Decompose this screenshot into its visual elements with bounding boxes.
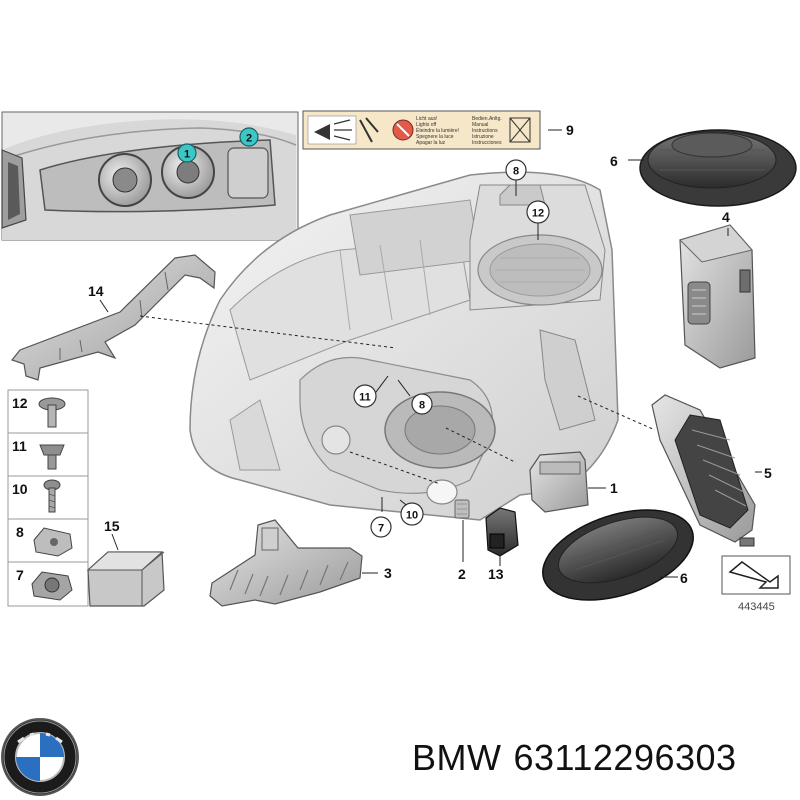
label-2: 2 xyxy=(458,566,466,582)
svg-text:1: 1 xyxy=(184,149,190,161)
svg-text:7: 7 xyxy=(378,523,384,535)
hand-warning-icon xyxy=(359,117,379,143)
label-13: 13 xyxy=(488,566,504,582)
svg-text:Apagar la luz: Apagar la luz xyxy=(416,140,446,146)
label-3: 3 xyxy=(384,565,392,581)
svg-text:Istruzione: Istruzione xyxy=(472,134,494,140)
led-module-part-5 xyxy=(651,394,756,547)
box-part-15 xyxy=(86,551,165,607)
inset-marker-2 xyxy=(239,127,259,147)
svg-text:Manual: Manual xyxy=(472,122,488,128)
svg-text:Instructions: Instructions xyxy=(472,128,498,134)
label-4: 4 xyxy=(722,209,730,225)
label-6-bottom: 6 xyxy=(680,570,688,586)
label-9: 9 xyxy=(566,122,574,138)
label-5: 5 xyxy=(764,465,772,481)
inset-marker-1 xyxy=(177,143,197,163)
svg-text:Instrucciones: Instrucciones xyxy=(472,140,502,146)
svg-text:8: 8 xyxy=(513,166,519,178)
svg-text:Bedien.Anltg.: Bedien.Anltg. xyxy=(472,116,502,122)
car-front-inset: 1 2 xyxy=(1,111,299,241)
svg-text:11: 11 xyxy=(12,438,27,454)
svg-text:11: 11 xyxy=(359,392,371,404)
label-6-top: 6 xyxy=(610,153,618,169)
svg-text:8: 8 xyxy=(16,524,24,540)
heatsink-part-3 xyxy=(209,519,363,607)
svg-text:12: 12 xyxy=(12,395,28,411)
headlamp-icon xyxy=(314,124,330,140)
bracket-part-14 xyxy=(10,254,216,381)
part-number: 63112296303 xyxy=(513,737,737,778)
svg-text:Éteindre la lumière!: Éteindre la lumière! xyxy=(416,127,459,134)
label-1: 1 xyxy=(610,480,618,496)
svg-text:Licht aus!: Licht aus! xyxy=(416,116,437,122)
bulb-part-2 xyxy=(426,479,470,519)
reference-box: 443445 xyxy=(721,555,791,613)
label-15: 15 xyxy=(104,518,120,534)
socket-part-13 xyxy=(485,507,519,557)
svg-text:2: 2 xyxy=(246,133,252,145)
cap-part-6-bottom xyxy=(542,509,694,601)
headlamp-housing xyxy=(189,171,619,521)
svg-text:10: 10 xyxy=(406,510,418,522)
control-unit-part-4 xyxy=(679,224,756,369)
bin-crossed-icon xyxy=(509,117,531,143)
svg-text:8: 8 xyxy=(419,400,425,412)
fastener-column: 12 11 10 8 7 xyxy=(7,389,89,607)
bmw-logo xyxy=(1,718,79,796)
screw-part-11-icon xyxy=(39,444,65,456)
leader-lines xyxy=(99,129,762,578)
brand-name: BMW xyxy=(412,737,502,778)
warning-label-part-9: Licht aus! Lights off Éteindre la lumièr… xyxy=(302,110,541,150)
diagram-reference-number: 443445 xyxy=(738,601,775,613)
svg-text:12: 12 xyxy=(532,208,544,220)
svg-text:Lights off: Lights off xyxy=(416,122,437,128)
label-14: 14 xyxy=(88,283,104,299)
svg-text:Spegnere la luce: Spegnere la luce xyxy=(416,134,454,140)
circled-labels: 8 12 11 8 7 10 xyxy=(353,159,550,538)
direction-arrow-icon xyxy=(728,561,779,589)
cap-part-6-top xyxy=(639,129,797,207)
unit-part-1 xyxy=(529,451,589,513)
part-caption: BMW 63112296303 xyxy=(412,737,749,779)
svg-text:7: 7 xyxy=(16,567,24,583)
svg-text:10: 10 xyxy=(12,481,28,497)
